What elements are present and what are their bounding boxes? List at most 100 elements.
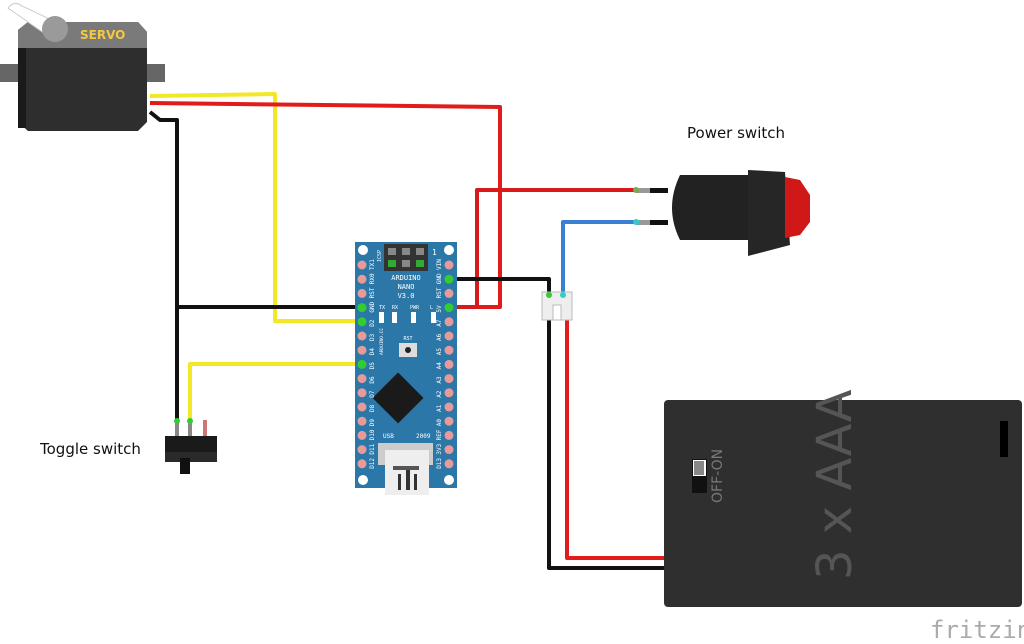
- pin-label: D11: [369, 443, 376, 454]
- pin-d3-l[interactable]: [357, 331, 367, 341]
- toggle-lever[interactable]: [180, 458, 190, 474]
- pin-d13-r[interactable]: [444, 459, 454, 469]
- board-name-1: ARDUINO: [391, 274, 421, 282]
- rst-label: RST: [403, 336, 412, 342]
- wire-battery-red: [565, 318, 665, 560]
- pin-a0-r[interactable]: [444, 416, 454, 426]
- icsp-label: ICSP: [377, 250, 383, 262]
- pin-d7-l[interactable]: [357, 388, 367, 398]
- pin-label: VIN: [436, 259, 443, 270]
- power-switch[interactable]: [633, 170, 810, 256]
- microcontroller-chip: [372, 372, 424, 424]
- pin-a1-r[interactable]: [444, 402, 454, 412]
- pin-d11-l[interactable]: [357, 445, 367, 455]
- wire-toggle-signal: [188, 362, 362, 421]
- pin-label: TX1: [369, 259, 376, 270]
- pin-label: 5V: [436, 305, 443, 313]
- wire-servo-signal: [149, 92, 362, 323]
- led-label-rx: RX: [392, 305, 398, 311]
- pin-3v3-r[interactable]: [444, 445, 454, 455]
- pin-a2-r[interactable]: [444, 388, 454, 398]
- pin-label: REF: [436, 429, 443, 440]
- pin-label: 3V3: [436, 443, 443, 454]
- pin-ref-r[interactable]: [444, 430, 454, 440]
- pin-label: D8: [369, 404, 376, 412]
- pin-label: A1: [436, 404, 443, 412]
- pin-label: A6: [436, 333, 443, 341]
- power-switch-label: Power switch: [687, 124, 785, 142]
- pin-label: GND: [369, 301, 376, 312]
- servo-label: SERVO: [80, 28, 125, 42]
- pin-d8-l[interactable]: [357, 402, 367, 412]
- pin-a7-r[interactable]: [444, 317, 454, 327]
- battery-switch-label: OFF-ON: [710, 449, 726, 503]
- pin-label: D9: [369, 419, 376, 427]
- power-button-red[interactable]: [785, 177, 810, 238]
- battery-power-switch[interactable]: [692, 459, 707, 493]
- pin-label: D6: [369, 376, 376, 384]
- fritzing-watermark: fritzing: [930, 616, 1024, 644]
- pin-a6-r[interactable]: [444, 331, 454, 341]
- pin-label: D10: [369, 429, 376, 440]
- pin-label: D12: [369, 458, 376, 469]
- pin-d5-l[interactable]: [357, 359, 367, 369]
- pin-gnd-l[interactable]: [357, 303, 367, 313]
- battery-label: 3 x AAA: [807, 389, 863, 580]
- wire-switch-blue: [561, 220, 636, 295]
- pin-d6-l[interactable]: [357, 374, 367, 384]
- pin-gnd-r[interactable]: [444, 274, 454, 284]
- pin-label: D5: [369, 362, 376, 370]
- pin-label: A4: [436, 362, 443, 370]
- pin-label: RST: [436, 287, 443, 298]
- pin-vin-r[interactable]: [444, 260, 454, 270]
- pin-rst-r[interactable]: [444, 288, 454, 298]
- year-label: 2009: [416, 433, 431, 440]
- pin-label: A5: [436, 348, 443, 356]
- pin-label: GND: [436, 273, 443, 284]
- pin-label: A3: [436, 376, 443, 384]
- pin-5v-r[interactable]: [444, 303, 454, 313]
- pin-a3-r[interactable]: [444, 374, 454, 384]
- status-leds: TX RX PWR L: [379, 305, 436, 323]
- jst-connector: [541, 291, 573, 321]
- led-label-l: L: [430, 305, 433, 311]
- pin-d2-l[interactable]: [357, 317, 367, 327]
- pin-label: A0: [436, 419, 443, 427]
- usb-label: USB: [383, 433, 394, 440]
- toggle-switch[interactable]: [165, 418, 217, 474]
- pin-label: D4: [369, 348, 376, 356]
- wire-arduino-gnd: [449, 277, 551, 295]
- icsp-header: 1 ICSP: [377, 244, 437, 271]
- pin-tx1-l[interactable]: [357, 260, 367, 270]
- board-name-3: V3.0: [398, 292, 415, 300]
- wire-battery-black: [547, 318, 665, 570]
- pin-a5-r[interactable]: [444, 345, 454, 355]
- led-label-tx: TX: [379, 305, 385, 311]
- board-name-2: NANO: [398, 283, 415, 291]
- pin-label: RST: [369, 287, 376, 298]
- toggle-switch-label: Toggle switch: [39, 440, 141, 458]
- pin-d12-l[interactable]: [357, 459, 367, 469]
- pin-label: A7: [436, 319, 443, 327]
- pin-d9-l[interactable]: [357, 416, 367, 426]
- arduino-nano: 1 ICSP ARDUINO NANO V3.0 TX RX PWR L ARD…: [355, 242, 457, 495]
- wire-switch-power: [449, 188, 636, 309]
- pin-label: A2: [436, 390, 443, 398]
- servo-motor: SERVO: [0, 2, 165, 131]
- icsp-pin1-label: 1: [432, 248, 437, 257]
- pin-label: D13: [436, 458, 443, 469]
- pin-d10-l[interactable]: [357, 430, 367, 440]
- pin-a4-r[interactable]: [444, 359, 454, 369]
- pin-label: D2: [369, 319, 376, 327]
- usb-port[interactable]: [378, 443, 433, 495]
- wires: [148, 92, 665, 570]
- pin-rst-l[interactable]: [357, 288, 367, 298]
- pin-rx0-l[interactable]: [357, 274, 367, 284]
- site-label: ARDUINO.CC: [379, 328, 385, 355]
- led-label-pwr: PWR: [410, 305, 420, 311]
- pin-d4-l[interactable]: [357, 345, 367, 355]
- servo-horn: [7, 2, 68, 42]
